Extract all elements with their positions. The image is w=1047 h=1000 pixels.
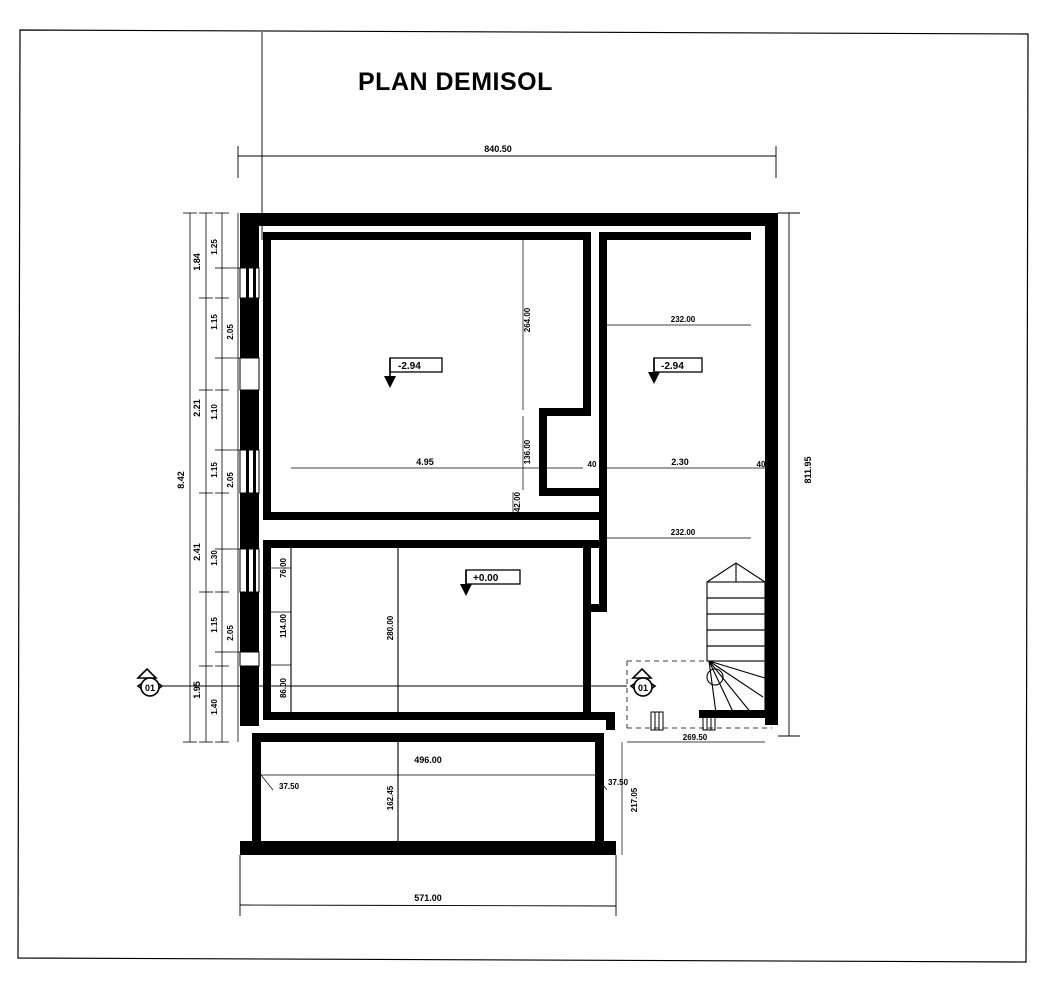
dim-264-label: 264.00 [523,307,532,332]
dim-280-label: 280.00 [386,615,395,640]
dim-left-205a-label: 2.05 [226,324,235,340]
dim-left-115b-label: 1.15 [210,462,219,478]
door-symbols [650,711,716,731]
level-label-upper-right: -2.94 [661,361,684,372]
level-marker-upper-left: -2.94 [384,357,443,388]
dim-wall-40-right-label: 40 [757,460,766,469]
section-marker-right-label: 01 [638,683,648,693]
stair-reference-lines [626,660,772,729]
dimension-left-chains [183,212,247,743]
dim-left-115c-label: 1.15 [210,617,219,633]
dim-left-115a-label: 1.15 [210,314,219,330]
dimension-bottom-overall [239,855,617,916]
room-lower-left-inner-lines [290,548,399,712]
terrace-walls [240,733,616,855]
stair-landing-walls [699,710,778,725]
wall-end-symbol [606,712,615,730]
dim-left-125-label: 1.25 [210,239,219,255]
dim-76-label: 76.00 [279,557,288,578]
building-outer-walls [239,213,778,726]
level-label-lower: +0.00 [473,573,499,584]
dim-left-195-label: 1.95 [192,681,202,699]
dim-terrace-left-37-label: 37.50 [279,782,300,791]
level-marker-lower: +0.00 [460,569,521,596]
section-marker-right[interactable]: 01 [629,667,657,697]
dim-left-842-label: 8.42 [176,471,186,489]
dim-86-label: 86.00 [279,677,288,698]
dim-136-label: 136.00 [523,439,532,464]
dim-wall-40-left-label: 40 [588,460,597,469]
dimension-right-overall [778,212,800,737]
dim-114-label: 114.00 [279,613,288,638]
dim-269-label: 269.50 [683,733,708,742]
level-label-upper-left: -2.94 [398,361,421,372]
dim-42-label: 42.00 [513,491,522,512]
level-marker-upper-right: -2.94 [648,357,703,384]
dimensions-lower-room [271,567,291,666]
dim-top-overall-label: 840.50 [484,144,512,154]
dimension-top-overall [237,32,777,240]
sheet-border [17,29,1029,963]
dim-left-241-label: 2.41 [192,543,202,561]
dim-left-130-label: 1.30 [210,550,219,566]
dim-16245-label: 162.45 [386,785,395,810]
dim-left-205c-label: 2.05 [226,625,235,641]
dim-495-label: 4.95 [416,457,434,467]
dim-496-label: 496.00 [414,755,442,765]
page-title: PLAN DEMISOL [358,68,553,96]
dim-left-110-label: 1.10 [210,404,219,420]
dim-21705-label: 217.05 [630,787,639,812]
dim-terrace-right-37-label: 37.50 [608,778,629,787]
dim-left-140-label: 1.40 [210,699,219,715]
section-marker-left[interactable]: 01 [136,667,164,697]
dimensions-upper-left-room [291,240,583,516]
dim-left-221-label: 2.21 [192,399,202,417]
dim-230-label: 2.30 [671,457,689,467]
dim-232-bottom-label: 232.00 [671,528,696,537]
dim-right-overall-label: 811.95 [803,456,813,483]
dimensions-upper-right-room [607,324,765,539]
dim-left-184-label: 1.84 [192,253,202,271]
dimensions-terrace [260,742,623,855]
dim-left-205b-label: 2.05 [226,472,235,488]
room-lower-left [263,540,607,720]
section-marker-left-label: 01 [145,683,155,693]
dim-232-top-label: 232.00 [671,315,696,324]
dim-bottom-overall-label: 571.00 [414,893,442,903]
